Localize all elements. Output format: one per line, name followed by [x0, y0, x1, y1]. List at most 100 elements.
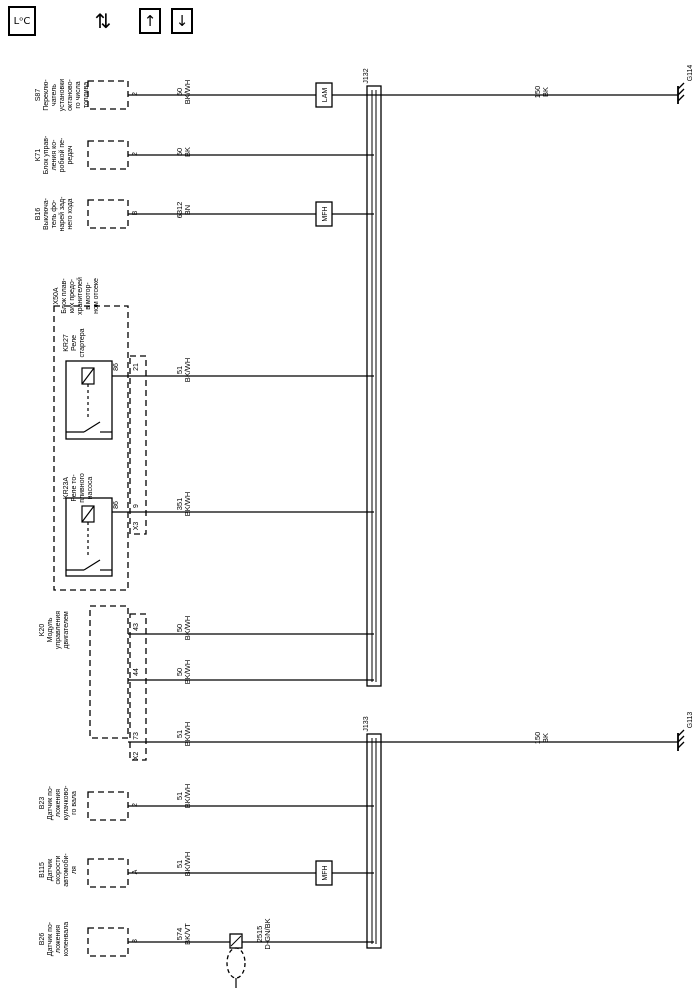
shield-drain-loop — [226, 947, 246, 979]
ground-hatch — [677, 741, 685, 749]
wire-circuit-label: 50 — [175, 88, 184, 96]
ground-g114-label: G114 — [687, 65, 694, 82]
component-label-line: тель фо- — [51, 199, 58, 228]
component-label-line: редач — [67, 145, 74, 164]
wire-color-label: BK/WH — [183, 660, 192, 685]
inline-mfh-b16-text: MFH — [322, 206, 329, 221]
splice-label-j133: J133 — [363, 716, 370, 731]
component-label-line: X50A — [53, 287, 60, 304]
location-code-glyph: LᵒC — [13, 15, 31, 27]
circuit-updown-glyph: ⇅ — [94, 9, 112, 33]
shield-marker-diag — [230, 935, 242, 947]
connector-strip-x3 — [129, 355, 147, 535]
splice-j133 — [366, 733, 382, 949]
component-label-line: ля — [71, 866, 78, 874]
wire-color-label: BN — [183, 205, 192, 215]
relay-kr27 — [65, 360, 113, 440]
pin-label-k20-44: 44 — [133, 668, 140, 676]
component-label-line: установки — [59, 79, 66, 111]
component-label-line: нарей зад- — [58, 196, 66, 232]
location-code-icon[interactable]: LᵒC — [8, 6, 36, 36]
component-label-line: KR27 — [63, 334, 70, 352]
component-label-line: ложения — [55, 925, 62, 953]
ground-g113 — [677, 729, 685, 751]
circuit-updown-icon[interactable]: ⇅ — [88, 6, 118, 36]
component-label-line: ном отсеке — [93, 278, 100, 314]
component-label-line: в мотор- — [85, 282, 92, 310]
component-label-line: S87 — [35, 89, 42, 102]
component-label-line: ложения — [55, 789, 62, 817]
wire-circuit-label: 51 — [175, 860, 184, 868]
pin-label-b26: 3 — [132, 939, 139, 943]
pin-label-kr27-relay: 86 — [113, 363, 120, 371]
wire-color-label: BK — [541, 87, 550, 97]
wire-circuit-label: 2515 — [255, 926, 264, 943]
wire-color-label: D-GN/BK — [263, 918, 272, 949]
pin-label-b115: A — [132, 869, 139, 874]
pin-label-b23: 2 — [132, 803, 139, 807]
connector-box-k71 — [87, 140, 129, 170]
wire-circuit-label: 50 — [175, 668, 184, 676]
connector-label-x3: X3 — [133, 522, 140, 531]
component-label-line: стартера — [79, 328, 86, 357]
inline-lam — [315, 82, 333, 108]
wire-circuit-label: 51 — [175, 366, 184, 374]
component-label-line: K20 — [39, 624, 46, 637]
component-label-line: двигателем — [63, 611, 70, 649]
splice-label-j132: J132 — [363, 68, 370, 83]
wire-color-label: BK/WH — [183, 852, 192, 877]
relay-coil-diag-kr27 — [81, 367, 95, 385]
component-label-line: топлива — [83, 82, 90, 108]
wire-circuit-label: 150 — [533, 86, 542, 99]
relay-coil-diag-kr23a — [81, 505, 95, 523]
wire-color-label: BK/VT — [183, 923, 192, 945]
component-label-line: Датчик по- — [47, 921, 54, 956]
arrow-down-icon[interactable]: ↓ — [171, 8, 193, 34]
wire-color-label: BK — [541, 733, 550, 743]
wire-color-label: BK/WH — [183, 784, 192, 809]
component-label-line: робкой пе- — [58, 137, 66, 172]
wire-circuit-label: 50 — [175, 148, 184, 156]
component-label-line: K71 — [35, 149, 42, 162]
relay-switch-kr23a — [83, 559, 101, 571]
wire-circuit-label: 574 — [175, 928, 184, 941]
component-label-line: Блок управ- — [43, 135, 50, 174]
component-label-line: KR23A — [63, 477, 70, 500]
component-label-line: B26 — [39, 933, 46, 946]
pin-label-k71: 2 — [132, 152, 139, 156]
component-label-line: ления ко- — [51, 139, 58, 171]
component-label-line: насоса — [87, 477, 94, 500]
component-label-line: Блок плав- — [61, 278, 68, 314]
inline-mfh-b115 — [315, 860, 333, 886]
component-label-line: Реле то- — [71, 474, 78, 502]
ground-hatch — [677, 82, 685, 90]
component-label-line: Реле — [71, 335, 78, 351]
toolbar: LᵒC ⇅ ↑ ↓ — [0, 0, 700, 44]
component-label-line: ких предо- — [69, 278, 76, 313]
wire-circuit-label: 50 — [175, 624, 184, 632]
arrow-up-glyph: ↑ — [143, 12, 157, 30]
connector-box-b115 — [87, 858, 129, 888]
pin-label-b16: B — [132, 210, 139, 215]
component-label-line: коленвала — [63, 922, 70, 956]
component-label-line: пливного — [79, 473, 86, 503]
ground-hatch — [677, 88, 685, 96]
wire-circuit-label: 6312 — [175, 202, 184, 219]
component-label-line: Переклю- — [43, 79, 50, 111]
inline-mfh-b16 — [315, 201, 333, 227]
pin-label-kr23a-relay: 86 — [113, 501, 120, 509]
arrow-down-glyph: ↓ — [175, 12, 189, 30]
component-label-line: го вала — [71, 791, 78, 815]
ground-hatch — [677, 729, 685, 737]
component-label-line: B115 — [39, 862, 46, 878]
arrow-up-icon[interactable]: ↑ — [139, 8, 161, 34]
relay-kr23a — [65, 497, 113, 577]
